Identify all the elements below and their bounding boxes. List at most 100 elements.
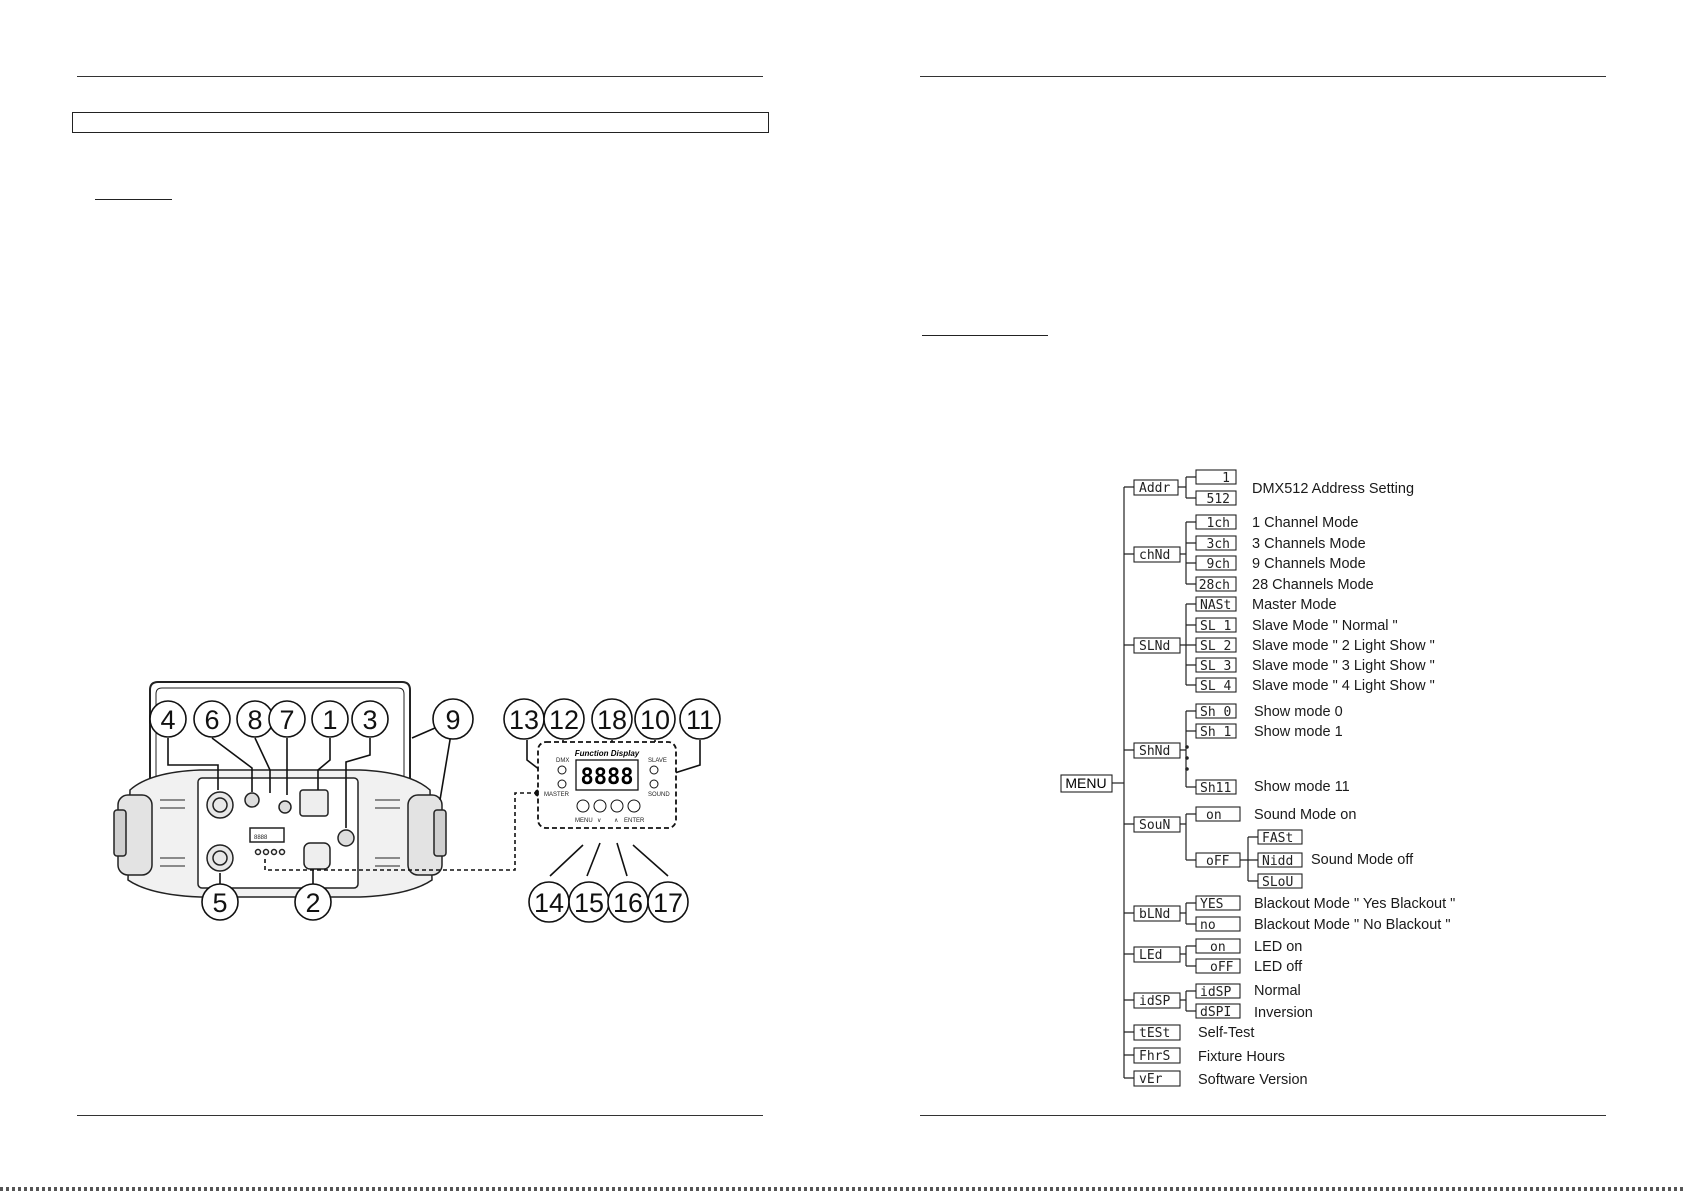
code-idsp: idSP	[1139, 994, 1170, 1009]
callout-10: 10	[640, 705, 670, 735]
callout-4: 4	[160, 705, 175, 735]
label-enter: ENTER	[624, 818, 645, 824]
code-soun: SouN	[1139, 818, 1170, 833]
code-sh0: Sh 0	[1200, 705, 1231, 720]
desc-blackout-no: Blackout Mode " No Blackout "	[1254, 917, 1450, 933]
callout-3: 3	[362, 705, 377, 735]
label-down: ∨	[597, 818, 601, 824]
callout-8: 8	[247, 705, 262, 735]
desc-show-1: Show mode 1	[1254, 724, 1343, 740]
code-fast: FASt	[1262, 831, 1293, 846]
code-slow: SLoU	[1262, 875, 1293, 890]
desc-master: Master Mode	[1252, 597, 1337, 613]
code-sl3: SL 3	[1200, 659, 1231, 674]
code-no: no	[1200, 918, 1216, 933]
callouts	[149, 698, 721, 923]
code-sound-off: oFF	[1206, 854, 1230, 869]
label-dmx: DMX	[556, 758, 569, 764]
desc-sound-on: Sound Mode on	[1254, 807, 1356, 823]
code-sl4: SL 4	[1200, 679, 1231, 694]
desc-28ch: 28 Channels Mode	[1252, 577, 1374, 593]
code-9ch: 9ch	[1207, 557, 1230, 572]
code-sl1: SL 1	[1200, 619, 1231, 634]
callout-5: 5	[212, 888, 227, 918]
desc-blackout-yes: Blackout Mode " Yes Blackout "	[1254, 896, 1455, 912]
desc-sound-off: Sound Mode off	[1311, 852, 1414, 868]
code-fhrs: FhrS	[1139, 1049, 1170, 1064]
label-sound: SOUND	[648, 792, 670, 798]
code-slnd: SLNd	[1139, 639, 1170, 654]
code-chnd: chNd	[1139, 548, 1170, 563]
function-display-panel	[537, 741, 677, 829]
desc-slave-normal: Slave Mode " Normal "	[1252, 618, 1398, 634]
code-sh11: Sh11	[1200, 781, 1231, 796]
callout-15: 15	[574, 888, 604, 918]
code-idsp-normal: idSP	[1200, 985, 1231, 1000]
code-blnd: bLNd	[1139, 907, 1170, 922]
left-header-rule	[77, 76, 763, 77]
scan-edge-artifact	[0, 1187, 1685, 1191]
right-subheading-underline	[922, 335, 1048, 336]
code-3ch: 3ch	[1207, 537, 1230, 552]
mini-display-digits: 8888	[254, 835, 268, 841]
code-addr-1: 1	[1222, 471, 1230, 486]
code-dspi: dSPI	[1200, 1005, 1231, 1020]
section-heading-box	[72, 112, 769, 133]
callout-2: 2	[305, 888, 320, 918]
desc-slave-2: Slave mode " 2 Light Show "	[1252, 638, 1435, 654]
code-mast: NASt	[1200, 598, 1231, 613]
panel-title: Function Display	[575, 749, 640, 758]
desc-fixture-hours: Fixture Hours	[1198, 1049, 1285, 1065]
callout-11: 11	[686, 705, 714, 735]
desc-show-0: Show mode 0	[1254, 704, 1343, 720]
code-sh1: Sh 1	[1200, 725, 1231, 740]
dashed-link	[264, 792, 538, 871]
code-1ch: 1ch	[1207, 516, 1230, 531]
code-sound-on: on	[1206, 808, 1222, 823]
desc-dmx-address: DMX512 Address Setting	[1252, 481, 1414, 497]
desc-inversion: Inversion	[1254, 1005, 1313, 1021]
desc-led-off: LED off	[1254, 959, 1303, 975]
code-test: tESt	[1139, 1026, 1170, 1041]
left-footer-rule	[77, 1115, 763, 1116]
code-led: LEd	[1139, 948, 1162, 963]
left-subheading-underline	[95, 199, 172, 200]
label-master: MASTER	[544, 792, 570, 798]
code-addr: Addr	[1139, 481, 1170, 496]
desc-led-on: LED on	[1254, 939, 1302, 955]
code-sl2: SL 2	[1200, 639, 1231, 654]
callout-13: 13	[509, 705, 539, 735]
right-header-rule	[920, 76, 1606, 77]
code-28ch: 28ch	[1199, 578, 1230, 593]
callout-18: 18	[597, 705, 627, 735]
menu-code-boxes	[1060, 469, 1303, 1087]
desc-slave-4: Slave mode " 4 Light Show "	[1252, 678, 1435, 694]
callout-6: 6	[204, 705, 219, 735]
code-addr-512: 512	[1207, 492, 1230, 507]
desc-slave-3: Slave mode " 3 Light Show "	[1252, 658, 1435, 674]
desc-9ch: 9 Channels Mode	[1252, 556, 1366, 572]
desc-show-11: Show mode 11	[1254, 779, 1350, 795]
code-ver: vEr	[1139, 1072, 1163, 1087]
label-menu: MENU	[575, 818, 593, 824]
desc-self-test: Self-Test	[1198, 1025, 1254, 1041]
panel-led-digits: 8888	[581, 765, 634, 790]
callout-14: 14	[534, 888, 564, 918]
callout-9: 9	[445, 705, 460, 735]
callout-12: 12	[549, 705, 579, 735]
code-led-on: on	[1210, 940, 1226, 955]
callout-1: 1	[322, 705, 337, 735]
menu-tree-connectors	[1112, 476, 1258, 1079]
callout-7: 7	[279, 705, 294, 735]
desc-1ch: 1 Channel Mode	[1252, 515, 1358, 531]
code-yes: YES	[1200, 897, 1223, 912]
callout-17: 17	[653, 888, 683, 918]
show-mode-ellipsis	[1185, 745, 1189, 771]
label-slave: SLAVE	[648, 758, 667, 764]
device-rear-panel-figure	[113, 681, 447, 898]
desc-software-version: Software Version	[1198, 1072, 1308, 1088]
desc-normal: Normal	[1254, 983, 1301, 999]
code-shnd: ShNd	[1139, 744, 1170, 759]
code-led-off: oFF	[1210, 960, 1234, 975]
